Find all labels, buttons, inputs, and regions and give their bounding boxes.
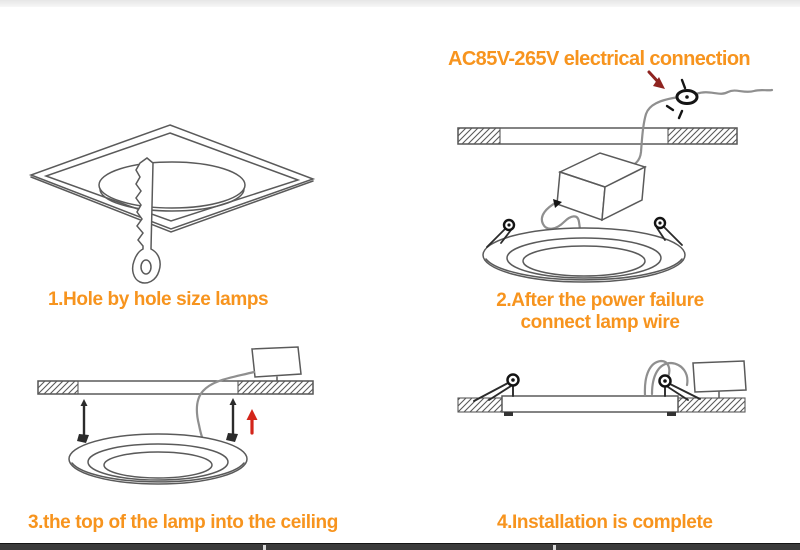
step3-caption: 3.the top of the lamp into the ceiling — [28, 512, 338, 533]
driver-wires — [643, 359, 689, 397]
lamp-foot-right — [667, 412, 676, 416]
lamp-wire — [195, 370, 256, 439]
recessed-lamp-rim — [68, 433, 248, 485]
recessed-lamp-rim-depth — [71, 462, 245, 483]
wire-plug-dot — [553, 199, 562, 208]
step2-caption-line1: 2.After the power failure — [496, 290, 704, 311]
spring-clip-right — [656, 226, 683, 246]
ceiling-hatch-left — [457, 127, 501, 145]
ceiling-hatch-right — [237, 380, 314, 395]
wire-connector-core — [685, 95, 689, 99]
connector-spark-dashes — [665, 78, 687, 120]
driver-box-front — [601, 165, 646, 222]
page-top-edge — [0, 0, 800, 7]
connection-arrow-head — [653, 77, 665, 89]
finned-driver-icon — [692, 360, 747, 393]
step1-caption: 1.Hole by hole size lamps — [48, 289, 269, 310]
bottom-table-edge — [0, 543, 800, 550]
recessed-lamp-inner-ring — [87, 443, 229, 481]
lamp-wire — [540, 200, 582, 231]
step4-diagram — [457, 359, 747, 416]
recessed-lamp-rim-depth — [485, 258, 683, 281]
spring-pin-left-tip — [80, 399, 88, 406]
spring-pin-right-tip — [229, 398, 237, 405]
recessed-lamp-inner-ring — [506, 237, 662, 279]
ceiling-hatch-left — [37, 380, 79, 395]
recessed-lamp-rim — [482, 227, 686, 283]
bottom-bar-divider — [263, 545, 266, 550]
ceiling-hatch-left — [457, 397, 503, 413]
mains-wire-right — [694, 88, 774, 96]
step2-caption-line2: connect lamp wire — [520, 312, 680, 333]
ceiling-panel-inner-edge — [43, 132, 301, 222]
cut-hole — [98, 161, 246, 209]
recessed-lamp-lens — [522, 245, 646, 277]
spring-clip-left — [486, 228, 512, 248]
page-title: AC85V-265V electrical connection — [448, 48, 751, 70]
panel-lamp-installed — [501, 395, 679, 413]
spring-clip-right-pin — [663, 379, 667, 383]
step2-caption: 2.After the power failure connect lamp w… — [445, 290, 755, 334]
spring-clip-left — [473, 382, 514, 402]
ceiling-hatch-right — [667, 127, 738, 145]
spring-clip-right — [664, 383, 701, 401]
finned-driver-icon — [251, 346, 302, 378]
bottom-bar-divider — [553, 545, 556, 550]
insert-arrow-head — [246, 409, 258, 420]
recessed-lamp-lens — [103, 451, 213, 479]
cut-hole-depth — [99, 188, 245, 212]
ceiling-panel-thickness — [30, 176, 314, 233]
spring-clip-right-pin — [658, 221, 662, 225]
spring-pin-left-foot — [77, 434, 89, 443]
hole-saw-handle-hole — [140, 259, 152, 275]
step3-diagram — [37, 346, 314, 485]
step2-diagram — [457, 70, 774, 283]
hole-saw-icon — [131, 157, 161, 284]
step4-caption: 4.Installation is complete — [497, 512, 713, 533]
lamp-foot-left — [504, 412, 513, 416]
spring-pin-right-foot — [226, 433, 238, 442]
spring-clip-left-pin — [507, 223, 511, 227]
spring-clip-left-pin — [511, 378, 515, 382]
step1-diagram — [28, 124, 316, 284]
